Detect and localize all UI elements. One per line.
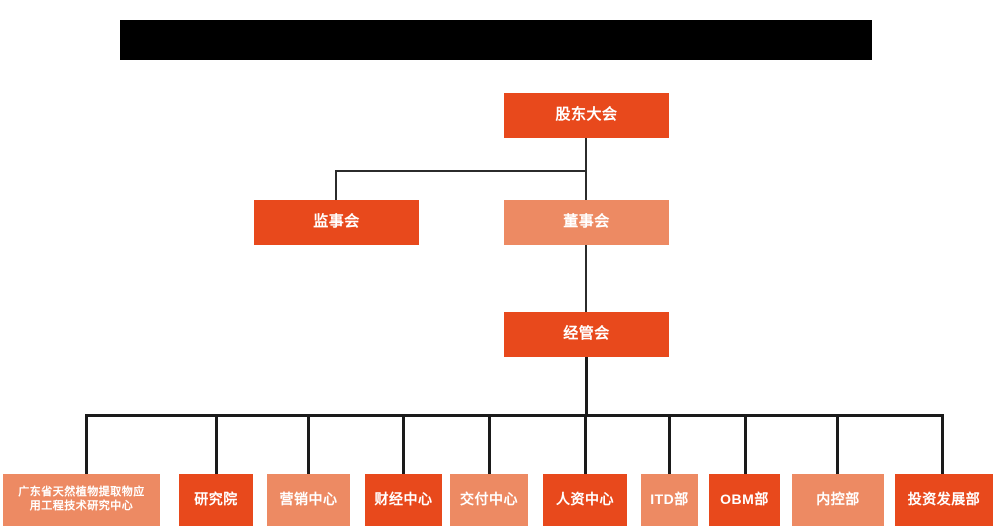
edge-level4-bus (85, 414, 944, 417)
node-internal-control-dept[interactable]: 内控部 (792, 474, 884, 526)
node-internal-control-dept-label: 内控部 (816, 491, 860, 508)
edge-to-directors (585, 170, 587, 200)
edge-to-supervisors (335, 170, 337, 200)
edge-level2-bus (335, 170, 587, 172)
edge-to-marketing-center (307, 414, 310, 474)
node-hr-center[interactable]: 人资中心 (543, 474, 627, 526)
edge-directors-to-management (585, 245, 587, 313)
node-research-center-label: 广东省天然植物提取物应 用工程技术研究中心 (18, 486, 145, 512)
node-directors-label: 董事会 (563, 213, 610, 231)
edge-to-finance-center (402, 414, 405, 474)
node-itd-dept[interactable]: ITD部 (641, 474, 698, 526)
node-supervisors-label: 监事会 (313, 213, 360, 231)
node-research-center[interactable]: 广东省天然植物提取物应 用工程技术研究中心 (3, 474, 160, 526)
node-finance-center[interactable]: 财经中心 (365, 474, 442, 526)
node-delivery-center-label: 交付中心 (460, 491, 518, 508)
edge-to-itd-dept (668, 414, 671, 474)
node-itd-dept-label: ITD部 (650, 491, 689, 508)
edge-to-investment-dev (941, 414, 944, 474)
edge-to-obm-dept (744, 414, 747, 474)
node-directors[interactable]: 董事会 (504, 200, 669, 245)
node-management-label: 经管会 (563, 325, 610, 343)
edge-management-stem (585, 357, 588, 416)
node-hr-center-label: 人资中心 (556, 491, 614, 508)
node-marketing-center-label: 营销中心 (279, 491, 338, 508)
node-shareholders[interactable]: 股东大会 (504, 93, 669, 138)
node-shareholders-label: 股东大会 (555, 106, 618, 124)
node-obm-dept-label: OBM部 (720, 491, 769, 508)
node-research-institute[interactable]: 研究院 (179, 474, 253, 526)
node-research-institute-label: 研究院 (194, 491, 238, 508)
edge-to-delivery-center (488, 414, 491, 474)
edge-to-hr-center (584, 414, 587, 474)
node-management[interactable]: 经管会 (504, 312, 669, 357)
edge-to-research-center (85, 414, 88, 474)
node-investment-dev-dept[interactable]: 投资发展部 (895, 474, 993, 526)
node-investment-dev-dept-label: 投资发展部 (907, 491, 981, 508)
node-obm-dept[interactable]: OBM部 (709, 474, 780, 526)
redacted-title-bar (120, 20, 872, 60)
edge-to-internal-control (836, 414, 839, 474)
node-marketing-center[interactable]: 营销中心 (267, 474, 350, 526)
edge-to-research-institute (215, 414, 218, 474)
edge-shareholders-stem (585, 138, 587, 171)
node-delivery-center[interactable]: 交付中心 (450, 474, 528, 526)
node-finance-center-label: 财经中心 (374, 491, 433, 508)
node-supervisors[interactable]: 监事会 (254, 200, 419, 245)
